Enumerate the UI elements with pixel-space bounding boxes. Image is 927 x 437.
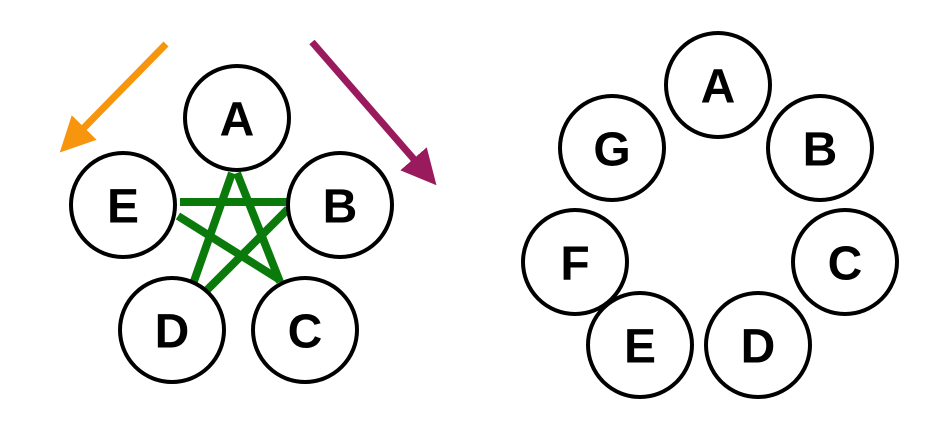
edge-a-d bbox=[189, 171, 236, 286]
clockwise-arrow bbox=[309, 39, 437, 186]
right-node-d: D bbox=[704, 291, 812, 399]
node-circle bbox=[766, 94, 874, 202]
left-node-d: D bbox=[118, 276, 226, 384]
right-node-g: G bbox=[558, 94, 666, 202]
node-circle bbox=[521, 208, 629, 316]
right-node-a: A bbox=[664, 31, 772, 139]
right-graph: A B CD EF G bbox=[521, 31, 899, 399]
node-label: B bbox=[803, 124, 838, 177]
right-node-f: F bbox=[521, 208, 629, 316]
node-label: A bbox=[220, 94, 255, 147]
node-circle bbox=[558, 94, 666, 202]
counterclockwise-arrow bbox=[59, 41, 169, 153]
node-label: F bbox=[560, 238, 589, 291]
node-label: C bbox=[288, 306, 323, 359]
edge-e-c bbox=[175, 212, 283, 284]
node-circle bbox=[791, 208, 899, 316]
left-node-a: A bbox=[183, 64, 291, 172]
left-node-c: C bbox=[251, 276, 359, 384]
right-node-b: B bbox=[766, 94, 874, 202]
left-graph: A B C D E bbox=[69, 64, 394, 384]
right-node-c: C bbox=[791, 208, 899, 316]
node-circle bbox=[704, 291, 812, 399]
node-label: E bbox=[624, 321, 656, 374]
left-node-e: E bbox=[69, 151, 177, 259]
edge-b-d bbox=[204, 206, 291, 293]
node-label: B bbox=[323, 181, 358, 234]
node-label: D bbox=[155, 306, 190, 359]
node-label: G bbox=[593, 124, 630, 177]
edge-a-c bbox=[233, 171, 284, 284]
node-label: A bbox=[701, 61, 736, 114]
node-circle bbox=[586, 291, 694, 399]
left-node-b: B bbox=[286, 151, 394, 259]
right-node-e: E bbox=[586, 291, 694, 399]
pentagram-edges bbox=[175, 171, 291, 293]
node-circle bbox=[286, 151, 394, 259]
node-circle bbox=[251, 276, 359, 384]
node-label: C bbox=[828, 238, 863, 291]
node-circle bbox=[664, 31, 772, 139]
node-circle bbox=[183, 64, 291, 172]
node-label: D bbox=[741, 321, 776, 374]
node-circle bbox=[69, 151, 177, 259]
node-circle bbox=[118, 276, 226, 384]
node-label: E bbox=[107, 181, 139, 234]
